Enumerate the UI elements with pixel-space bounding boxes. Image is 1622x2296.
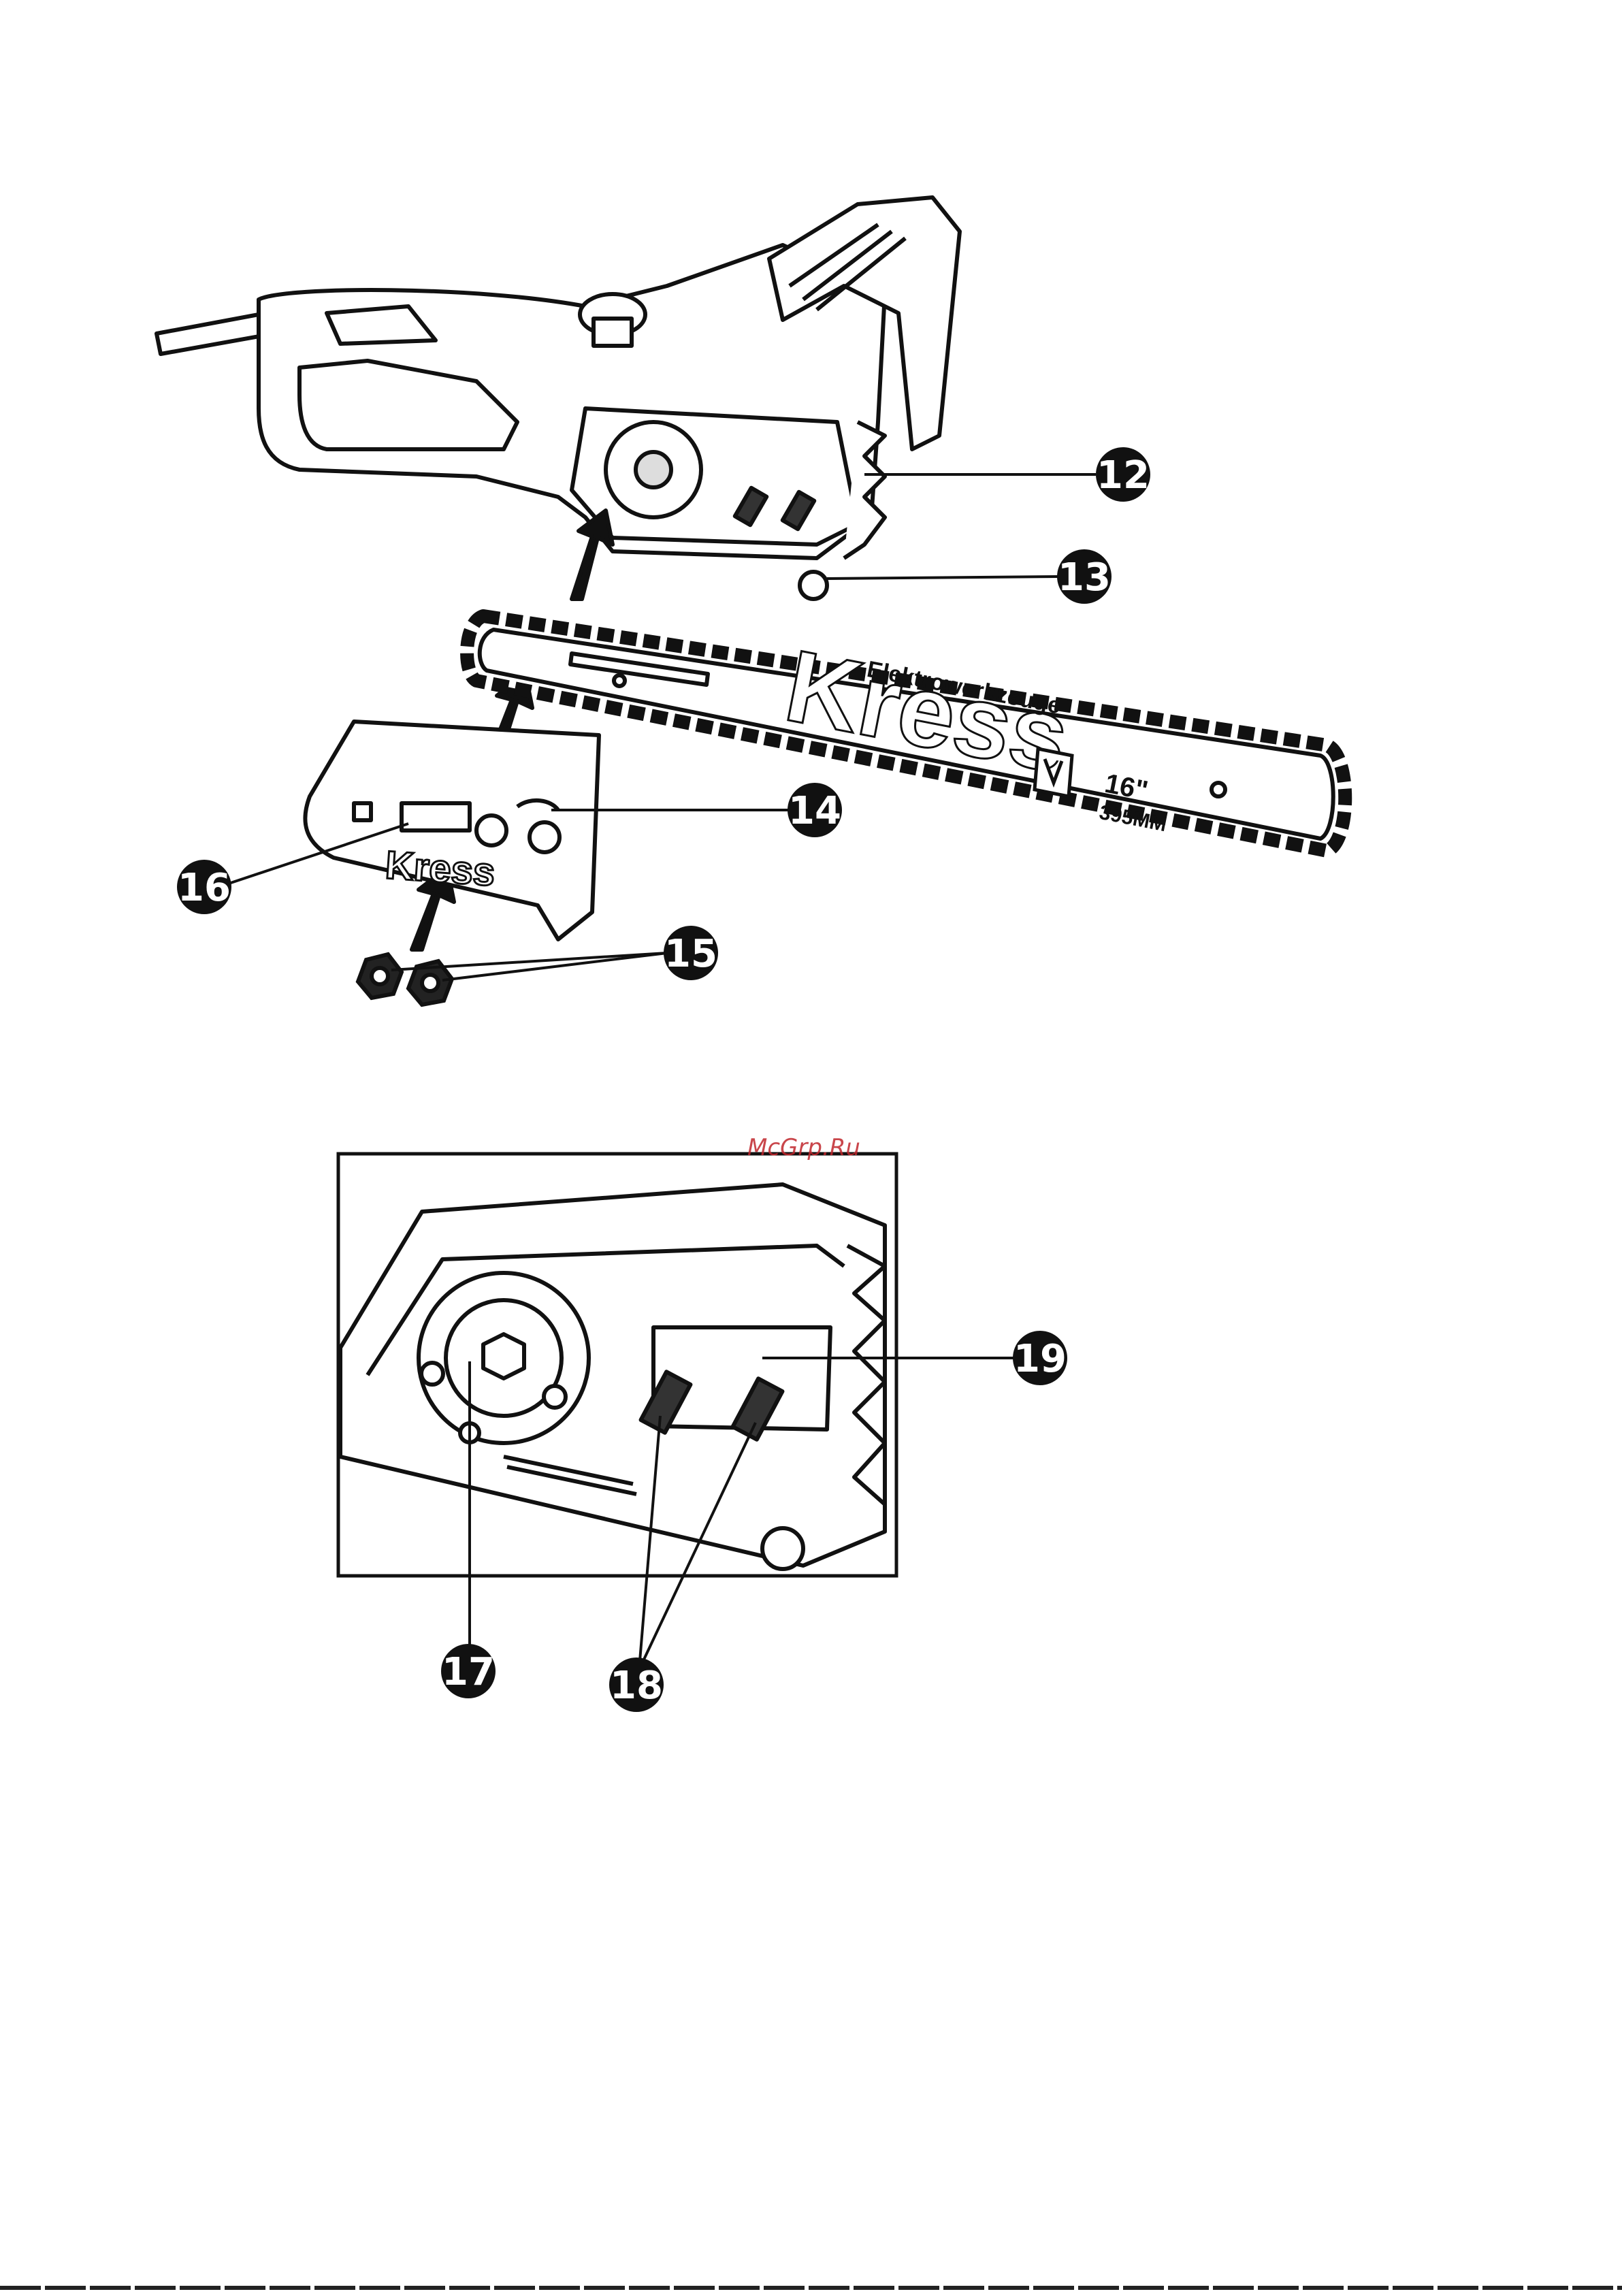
callout-18: 18: [609, 1658, 664, 1712]
bar-hole: [1212, 783, 1225, 796]
callout-label: 12: [1097, 453, 1150, 498]
assembly-arrow: [572, 511, 613, 599]
lock-symbol-icon: [354, 803, 371, 820]
callout-19: 19: [1013, 1331, 1067, 1385]
callout-12: 12: [1096, 447, 1150, 502]
callout-13: 13: [1057, 549, 1112, 604]
callout-15: 15: [664, 926, 718, 980]
callout-14: 14: [788, 783, 842, 837]
bar-hole: [614, 675, 625, 686]
callout-label: 16: [178, 866, 231, 910]
sprocket-hub: [636, 452, 671, 487]
callout-label: 19: [1013, 1337, 1067, 1381]
power-cord: [157, 314, 267, 354]
page-footer-rule: [0, 2286, 1622, 2290]
cover-brand: Kress: [384, 843, 496, 894]
callout-label: 14: [788, 789, 841, 833]
cover-window: [402, 803, 470, 830]
callout-label: 13: [1058, 555, 1111, 600]
sprocket-cover: [305, 722, 599, 939]
oil-cap-neck: [594, 319, 632, 346]
cover-nut-hole: [530, 822, 559, 852]
detail-hex-nut: [483, 1334, 524, 1378]
detail-chain-catcher: [762, 1528, 803, 1569]
detail-screw: [544, 1386, 566, 1408]
callout-label: 15: [664, 932, 717, 976]
chain-catcher: [800, 572, 827, 599]
watermark-text: McGrp.Ru: [747, 1134, 860, 1161]
callout-17: 17: [441, 1644, 496, 1698]
callout-label: 17: [442, 1650, 495, 1694]
detail-screw: [421, 1363, 443, 1385]
cover-nut-hole: [476, 815, 506, 845]
bar-nuts: [358, 954, 452, 1005]
callout-label: 18: [610, 1664, 663, 1708]
callout-16: 16: [177, 860, 231, 914]
